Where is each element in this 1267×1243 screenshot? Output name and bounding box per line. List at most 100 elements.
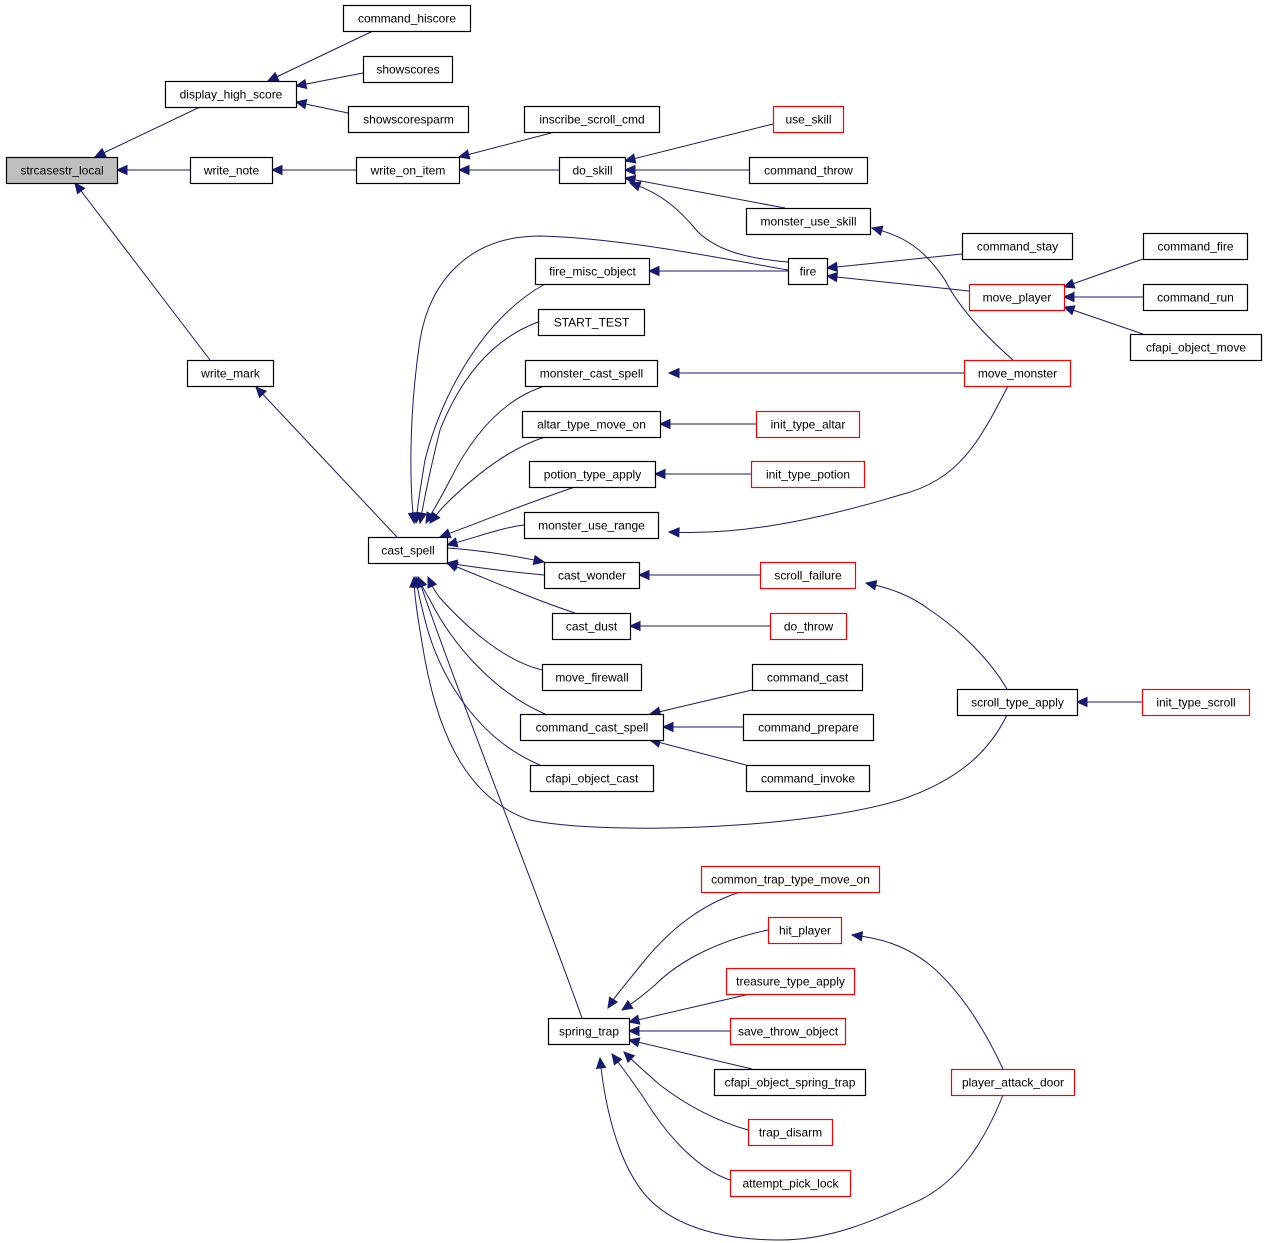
node-box[interactable] xyxy=(524,359,659,388)
node-box[interactable] xyxy=(755,410,861,439)
node-command_hiscore[interactable]: command_hiscore xyxy=(342,4,472,33)
node-box[interactable] xyxy=(164,80,298,109)
node-box[interactable] xyxy=(529,764,655,793)
node-save_throw_object[interactable]: save_throw_object xyxy=(729,1017,847,1046)
node-monster_cast_spell[interactable]: monster_cast_spell xyxy=(524,359,659,388)
node-box[interactable] xyxy=(700,865,881,894)
node-fire_misc_object[interactable]: fire_misc_object xyxy=(534,257,651,286)
node-box[interactable] xyxy=(787,257,829,286)
node-attempt_pick_lock[interactable]: attempt_pick_lock xyxy=(729,1169,852,1198)
node-box[interactable] xyxy=(750,460,866,489)
node-box[interactable] xyxy=(189,156,274,185)
node-box[interactable] xyxy=(541,663,643,692)
node-box[interactable] xyxy=(745,207,872,236)
node-box[interactable] xyxy=(1129,333,1263,362)
node-cfapi_object_move[interactable]: cfapi_object_move xyxy=(1129,333,1263,362)
node-box[interactable] xyxy=(519,713,665,742)
node-treasure_type_apply[interactable]: treasure_type_apply xyxy=(725,967,856,996)
node-showscores[interactable]: showscores xyxy=(362,55,454,84)
node-box[interactable] xyxy=(551,612,632,641)
node-box[interactable] xyxy=(725,967,856,996)
node-init_type_scroll[interactable]: init_type_scroll xyxy=(1141,688,1251,717)
node-use_skill[interactable]: use_skill xyxy=(772,105,845,134)
node-box[interactable] xyxy=(751,663,864,692)
node-write_on_item[interactable]: write_on_item xyxy=(355,156,461,185)
node-box[interactable] xyxy=(729,1017,847,1046)
node-box[interactable] xyxy=(523,105,661,134)
node-box[interactable] xyxy=(772,105,845,134)
node-monster_use_range[interactable]: monster_use_range xyxy=(523,511,660,540)
node-spring_trap[interactable]: spring_trap xyxy=(547,1017,631,1046)
node-command_prepare[interactable]: command_prepare xyxy=(742,713,875,742)
node-move_monster[interactable]: move_monster xyxy=(963,359,1072,388)
node-box[interactable] xyxy=(729,1169,852,1198)
node-box[interactable] xyxy=(558,156,627,185)
node-write_mark[interactable]: write_mark xyxy=(186,359,275,388)
node-box[interactable] xyxy=(745,764,871,793)
node-box[interactable] xyxy=(767,916,843,945)
node-box[interactable] xyxy=(355,156,461,185)
node-cfapi_object_cast[interactable]: cfapi_object_cast xyxy=(529,764,655,793)
node-box[interactable] xyxy=(342,4,472,33)
node-move_player[interactable]: move_player xyxy=(968,283,1066,312)
node-init_type_potion[interactable]: init_type_potion xyxy=(750,460,866,489)
node-box[interactable] xyxy=(347,105,470,134)
node-strcasestr_local[interactable]: strcasestr_local xyxy=(5,156,119,185)
node-box[interactable] xyxy=(961,232,1074,261)
node-trap_disarm[interactable]: trap_disarm xyxy=(747,1118,834,1147)
node-cast_spell[interactable]: cast_spell xyxy=(367,536,449,565)
node-init_type_altar[interactable]: init_type_altar xyxy=(755,410,861,439)
node-cast_wonder[interactable]: cast_wonder xyxy=(543,561,641,590)
node-do_throw[interactable]: do_throw xyxy=(769,612,848,641)
node-box[interactable] xyxy=(759,561,857,590)
node-command_stay[interactable]: command_stay xyxy=(961,232,1074,261)
node-START_TEST[interactable]: START_TEST xyxy=(537,308,646,337)
node-fire[interactable]: fire xyxy=(787,257,829,286)
node-command_throw[interactable]: command_throw xyxy=(748,156,869,185)
node-box[interactable] xyxy=(748,156,869,185)
node-box[interactable] xyxy=(547,1017,631,1046)
node-box[interactable] xyxy=(1141,688,1251,717)
node-box[interactable] xyxy=(1142,232,1249,261)
node-monster_use_skill[interactable]: monster_use_skill xyxy=(745,207,872,236)
node-box[interactable] xyxy=(528,460,657,489)
node-inscribe_scroll_cmd[interactable]: inscribe_scroll_cmd xyxy=(523,105,661,134)
node-do_skill[interactable]: do_skill xyxy=(558,156,627,185)
node-box[interactable] xyxy=(1142,283,1249,312)
node-box[interactable] xyxy=(963,359,1072,388)
node-box[interactable] xyxy=(521,410,662,439)
node-display_high_score[interactable]: display_high_score xyxy=(164,80,298,109)
node-box[interactable] xyxy=(956,688,1079,717)
node-cfapi_object_spring_trap[interactable]: cfapi_object_spring_trap xyxy=(713,1068,867,1097)
node-box[interactable] xyxy=(534,257,651,286)
node-command_cast[interactable]: command_cast xyxy=(751,663,864,692)
node-command_cast_spell[interactable]: command_cast_spell xyxy=(519,713,665,742)
node-scroll_failure[interactable]: scroll_failure xyxy=(759,561,857,590)
node-player_attack_door[interactable]: player_attack_door xyxy=(950,1068,1076,1097)
node-box[interactable] xyxy=(543,561,641,590)
node-box[interactable] xyxy=(186,359,275,388)
node-hit_player[interactable]: hit_player xyxy=(767,916,843,945)
node-box[interactable] xyxy=(537,308,646,337)
node-box[interactable] xyxy=(362,55,454,84)
node-common_trap_type_move_on[interactable]: common_trap_type_move_on xyxy=(700,865,881,894)
node-showscoresparm[interactable]: showscoresparm xyxy=(347,105,470,134)
node-cast_dust[interactable]: cast_dust xyxy=(551,612,632,641)
node-box[interactable] xyxy=(769,612,848,641)
node-box[interactable] xyxy=(968,283,1066,312)
node-altar_type_move_on[interactable]: altar_type_move_on xyxy=(521,410,662,439)
node-write_note[interactable]: write_note xyxy=(189,156,274,185)
node-box[interactable] xyxy=(5,156,119,185)
node-command_fire[interactable]: command_fire xyxy=(1142,232,1249,261)
node-box[interactable] xyxy=(713,1068,867,1097)
node-move_firewall[interactable]: move_firewall xyxy=(541,663,643,692)
node-command_invoke[interactable]: command_invoke xyxy=(745,764,871,793)
node-potion_type_apply[interactable]: potion_type_apply xyxy=(528,460,657,489)
node-scroll_type_apply[interactable]: scroll_type_apply xyxy=(956,688,1079,717)
node-box[interactable] xyxy=(742,713,875,742)
node-box[interactable] xyxy=(747,1118,834,1147)
node-box[interactable] xyxy=(367,536,449,565)
node-box[interactable] xyxy=(950,1068,1076,1097)
node-box[interactable] xyxy=(523,511,660,540)
node-command_run[interactable]: command_run xyxy=(1142,283,1249,312)
